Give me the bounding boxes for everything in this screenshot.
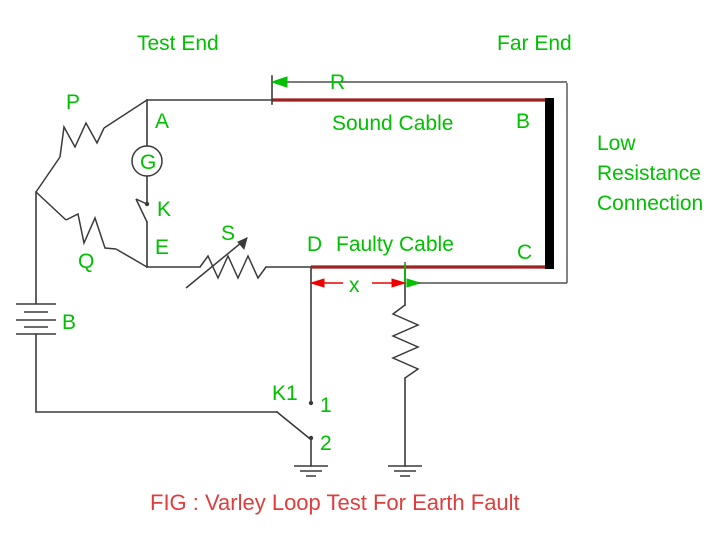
wire-battery-to-k1	[35, 333, 278, 413]
rheostat-s-arrow-head	[237, 237, 248, 251]
low-resistance-line-1: Low	[597, 132, 636, 155]
figure-caption: FIG : Varley Loop Test For Earth Fault	[150, 490, 520, 515]
low-resistance-line-3: Connection	[597, 192, 703, 215]
sound-cable-label: Sound Cable	[332, 112, 453, 135]
node-label-b: B	[516, 110, 530, 133]
dimension-r	[270, 75, 567, 105]
switch-k-label: K	[157, 198, 171, 221]
fault-resistance-symbol	[391, 304, 420, 379]
switch-k-symbol[interactable]	[135, 198, 150, 223]
battery-label: B	[62, 311, 76, 334]
switch-k1-label: K1	[272, 382, 298, 405]
dimension-x-arrowhead-right	[391, 278, 407, 288]
dimension-r-label: R	[330, 71, 345, 94]
rheostat-s-arrow-shaft	[185, 237, 248, 289]
dimension-r-arrowhead	[270, 76, 288, 88]
wire-junction-to-q-resistor	[35, 191, 67, 221]
low-resistance-connection-bar	[545, 98, 554, 269]
node-label-d: D	[307, 233, 322, 256]
ground-symbol-fault	[388, 465, 422, 477]
dimension-x-label: x	[349, 274, 360, 297]
faulty-cable-label: Faulty Cable	[336, 233, 454, 256]
galvanometer-label: G	[140, 151, 156, 174]
far-end-label: Far End	[497, 32, 572, 55]
battery-symbol	[16, 303, 56, 335]
dimension-x-arrowhead-left	[309, 278, 325, 288]
k1-position-1-label: 1	[320, 394, 332, 417]
galvanometer-circle	[131, 145, 163, 177]
dimension-x	[309, 262, 567, 300]
node-label-e: E	[155, 236, 169, 259]
rheostat-s-symbol	[199, 254, 267, 280]
wire-p-resistor-to-junction	[35, 156, 61, 193]
resistor-q-symbol	[65, 212, 117, 250]
resistor-p-label: P	[66, 91, 80, 114]
k1-contact-2-dot	[308, 435, 314, 441]
k1-contact-1-dot	[308, 400, 314, 406]
wire-q-resistor-to-e	[115, 248, 148, 268]
node-label-a: A	[155, 110, 169, 133]
low-resistance-line-2: Resistance	[597, 162, 701, 185]
ground-symbol-k1	[294, 465, 328, 477]
k1-position-2-label: 2	[320, 432, 332, 455]
wire-a-to-p-resistor	[103, 99, 148, 129]
test-end-label: Test End	[137, 32, 219, 55]
node-label-c: C	[517, 241, 532, 264]
resistor-p-symbol	[59, 121, 105, 158]
rheostat-s-label: S	[221, 222, 235, 245]
dimension-x-arrowhead-green	[406, 278, 422, 288]
resistor-q-label: Q	[78, 250, 94, 273]
k1-switch-blade	[275, 410, 311, 440]
